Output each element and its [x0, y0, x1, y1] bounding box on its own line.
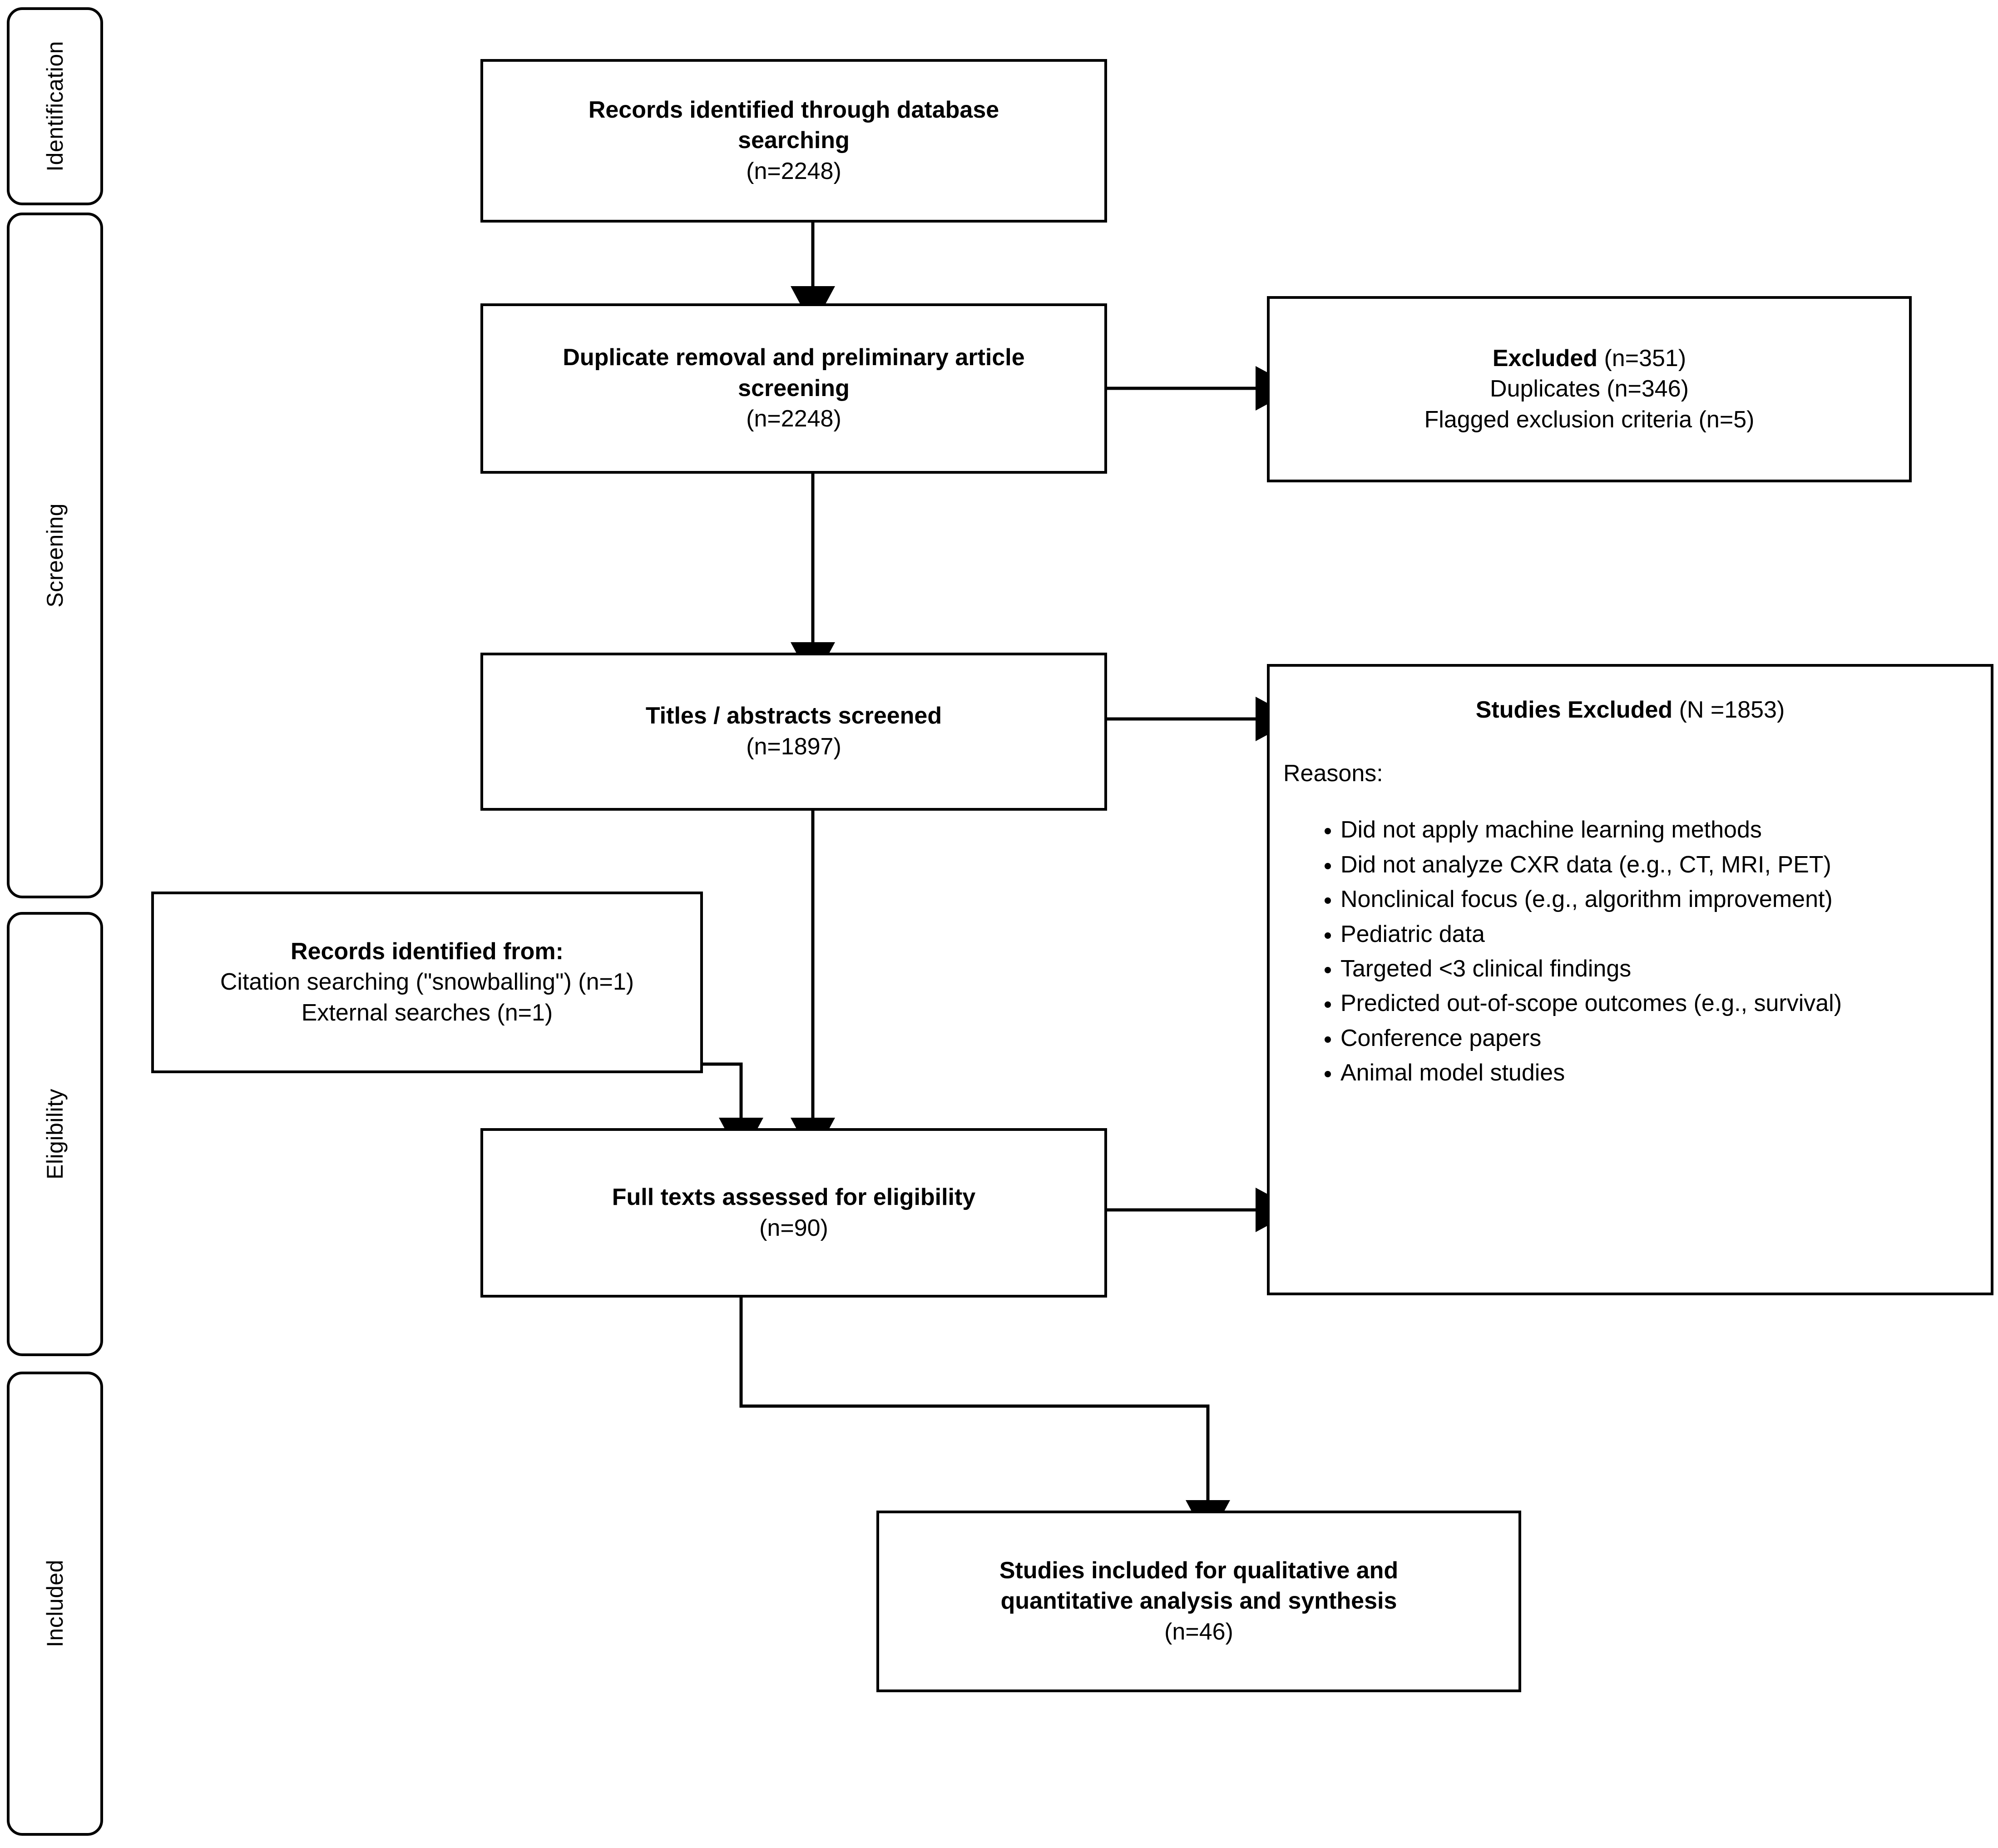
node-records-other-sources-line-2: External searches (n=1) [301, 999, 553, 1026]
reason-item: Conference papers [1340, 1021, 1991, 1055]
stage-band-label-eligibility: Eligibility [42, 1088, 68, 1179]
node-full-texts: Full texts assessed for eligibility (n=9… [480, 1128, 1107, 1298]
node-titles-screened-count: (n=1897) [746, 733, 841, 760]
reason-item: Animal model studies [1340, 1055, 1991, 1090]
stage-band-eligibility: Eligibility [7, 912, 103, 1356]
node-excluded-first-title-bold: Excluded [1492, 345, 1598, 372]
node-studies-excluded-title-count: (N =1853) [1672, 697, 1785, 723]
node-records-other-sources: Records identified from: Citation search… [151, 892, 703, 1073]
stage-band-included: Included [7, 1372, 103, 1836]
node-excluded-first-title: Excluded (n=351) [1493, 343, 1686, 374]
node-records-identified-count: (n=2248) [746, 158, 841, 184]
node-duplicate-removal: Duplicate removal and preliminary articl… [480, 303, 1107, 474]
node-titles-screened: Titles / abstracts screened (n=1897) [480, 653, 1107, 811]
node-studies-included-count: (n=46) [1164, 1618, 1233, 1645]
reason-item: Predicted out-of-scope outcomes (e.g., s… [1340, 986, 1991, 1021]
node-excluded-first-title-count: (n=351) [1597, 345, 1686, 372]
node-studies-excluded-title-bold: Studies Excluded [1475, 697, 1673, 723]
node-duplicate-removal-title2: screening [738, 375, 850, 401]
node-full-texts-count: (n=90) [759, 1214, 828, 1241]
stage-band-label-screening: Screening [42, 503, 68, 608]
node-titles-screened-title: Titles / abstracts screened [645, 703, 942, 729]
node-studies-excluded-title: Studies Excluded (N =1853) [1270, 695, 1991, 726]
stage-band-label-included: Included [42, 1560, 68, 1648]
stage-band-identification: Identification [7, 7, 103, 205]
node-records-identified-title2: searching [738, 127, 850, 154]
node-studies-excluded-subhead: Reasons: [1283, 760, 1383, 787]
arrow-full-texts-to-studies-included [739, 1298, 1230, 1541]
node-records-other-sources-title: Records identified from: [291, 938, 564, 965]
node-excluded-first-line-2: Flagged exclusion criteria (n=5) [1424, 406, 1755, 433]
reason-item: Pediatric data [1340, 917, 1991, 951]
node-records-other-sources-line-1: Citation searching ("snowballing") (n=1) [220, 969, 634, 996]
stage-band-label-identification: Identification [42, 41, 68, 172]
reason-item: Targeted <3 clinical findings [1340, 951, 1991, 986]
node-full-texts-title: Full texts assessed for eligibility [612, 1184, 976, 1210]
reason-item: Did not analyze CXR data (e.g., CT, MRI,… [1340, 847, 1991, 882]
node-excluded-first-line-1: Duplicates (n=346) [1490, 376, 1689, 402]
node-studies-included-title2: quantitative analysis and synthesis [1000, 1588, 1397, 1615]
studies-excluded-reasons-list: Did not apply machine learning methods D… [1270, 813, 1991, 1090]
reason-item: Did not apply machine learning methods [1340, 813, 1991, 847]
node-records-identified: Records identified through database sear… [480, 59, 1107, 223]
node-records-identified-title: Records identified through database [588, 96, 999, 123]
reason-item: Nonclinical focus (e.g., algorithm impro… [1340, 882, 1991, 917]
node-studies-excluded: Studies Excluded (N =1853) Reasons: Did … [1267, 664, 1993, 1295]
node-duplicate-removal-title: Duplicate removal and preliminary articl… [563, 344, 1025, 371]
node-excluded-first: Excluded (n=351) Duplicates (n=346) Flag… [1267, 296, 1912, 482]
node-studies-included-title: Studies included for qualitative and [999, 1557, 1399, 1584]
node-duplicate-removal-count: (n=2248) [746, 406, 841, 432]
node-studies-included: Studies included for qualitative and qua… [876, 1511, 1521, 1692]
stage-band-screening: Screening [7, 213, 103, 898]
arrow-other-sources-to-full-texts [703, 1062, 763, 1159]
